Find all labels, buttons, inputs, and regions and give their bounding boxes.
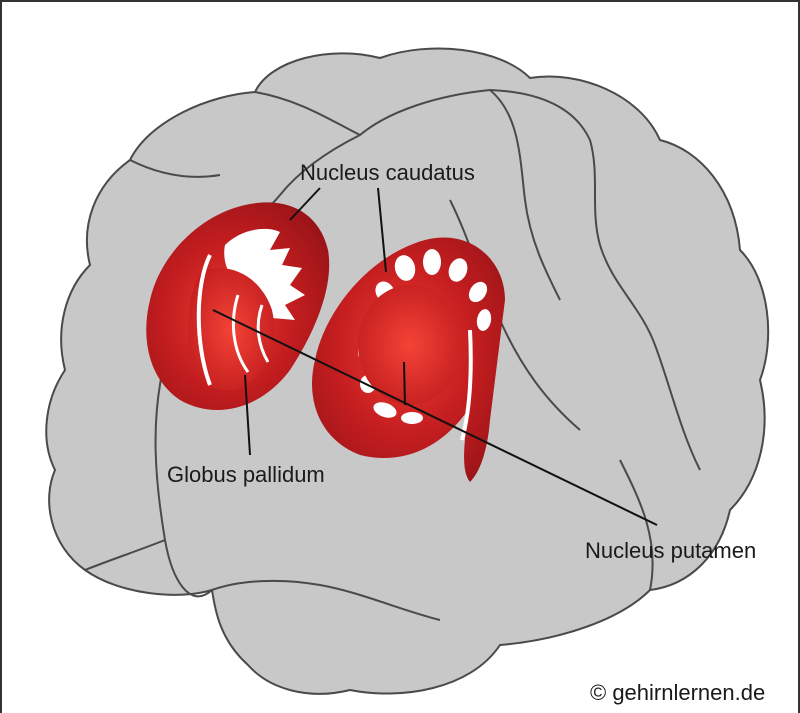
label-nucleus-putamen: Nucleus putamen <box>585 538 756 563</box>
label-nucleus-caudatus: Nucleus caudatus <box>300 160 475 185</box>
label-globus-pallidum: Globus pallidum <box>167 462 325 487</box>
copyright-text: © gehirnlernen.de <box>590 680 765 705</box>
